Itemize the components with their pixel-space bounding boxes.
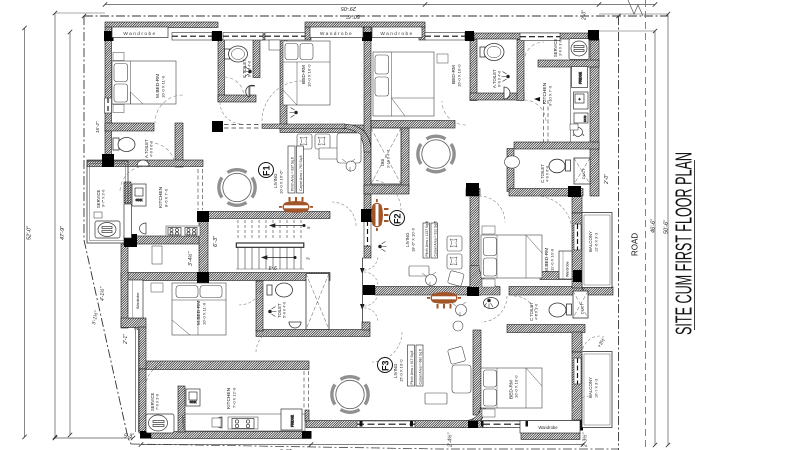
- svg-text:6'-3": 6'-3": [213, 235, 219, 247]
- svg-text:SINK: SINK: [189, 400, 196, 404]
- svg-text:C.TOILET: C.TOILET: [529, 302, 534, 321]
- svg-text:Wardrobe: Wardrobe: [566, 261, 570, 277]
- svg-text:LIVING: LIVING: [393, 363, 398, 378]
- svg-text:15'-0 X 10'-0: 15'-0 X 10'-0: [399, 359, 404, 382]
- svg-text:29'-05: 29'-05: [340, 5, 357, 11]
- svg-text:10'-0 X 16'-6": 10'-0 X 16'-6": [279, 170, 284, 194]
- svg-text:10'-0 X 11'-0: 10'-0 X 11'-0: [202, 302, 207, 325]
- svg-text:7'-0 X 3'-6: 7'-0 X 3'-6: [156, 394, 160, 410]
- svg-text:C.TOILET: C.TOILET: [242, 59, 247, 78]
- svg-text:KITCHEN: KITCHEN: [226, 387, 232, 409]
- svg-text:C.TOILET: C.TOILET: [540, 164, 545, 183]
- svg-text:50'-6": 50'-6": [664, 219, 670, 234]
- svg-text:3'-10 X 4'-7: 3'-10 X 4'-7: [387, 150, 391, 168]
- svg-text:FRIDGE: FRIDGE: [579, 72, 583, 84]
- svg-text:+: +: [578, 97, 581, 102]
- svg-text:7'-0 X 12'-0: 7'-0 X 12'-0: [232, 387, 237, 408]
- svg-text:10'-0 X 10'-0: 10'-0 X 10'-0: [514, 375, 519, 398]
- svg-text:Plinth Area = 1157 Sq.ft: Plinth Area = 1157 Sq.ft: [425, 221, 429, 257]
- svg-text:A.TOILET: A.TOILET: [144, 139, 149, 158]
- svg-text:4'-6 X 6'-0: 4'-6 X 6'-0: [546, 166, 550, 182]
- svg-text:Wandrobe: Wandrobe: [380, 31, 413, 37]
- svg-text:11'-0 X 10'-0: 11'-0 X 10'-0: [550, 248, 555, 271]
- svg-text:SINK: SINK: [135, 198, 142, 202]
- svg-text:18'-6" X 10'-6: 18'-6" X 10'-6: [411, 227, 416, 252]
- svg-text:DIS: DIS: [380, 159, 385, 166]
- svg-text:M.BED-RM: M.BED-RM: [544, 248, 550, 272]
- svg-text:10'-7 X 3'-3: 10'-7 X 3'-3: [595, 379, 599, 398]
- svg-text:10'-0 X 11'-0: 10'-0 X 11'-0: [161, 75, 166, 98]
- svg-text:52'-0": 52'-0": [27, 225, 33, 240]
- svg-text:3'-6 X 3'-0: 3'-6 X 3'-0: [559, 40, 563, 56]
- svg-text:50'-6": 50'-6": [345, 13, 360, 19]
- svg-text:3'-1½": 3'-1½": [90, 310, 100, 325]
- svg-text:47'-9": 47'-9": [60, 225, 66, 240]
- svg-text:BALCONY: BALCONY: [588, 377, 593, 398]
- svg-text:Wardrobe: Wardrobe: [136, 292, 140, 309]
- svg-text:TOILET: TOILET: [277, 303, 282, 318]
- svg-text:Wandrobe: Wandrobe: [320, 31, 353, 37]
- svg-text:LAUNDRY: LAUNDRY: [181, 415, 185, 429]
- svg-text:SERVICE: SERVICE: [96, 189, 101, 208]
- svg-text:LIVING: LIVING: [405, 232, 410, 247]
- svg-text:10'-0 X 10'-0: 10'-0 X 10'-0: [307, 64, 312, 87]
- svg-text:BED-RM: BED-RM: [451, 65, 457, 84]
- svg-text:KITCHEN: KITCHEN: [542, 82, 548, 104]
- svg-text:2'-0": 2'-0": [582, 10, 588, 21]
- svg-text:M.BED-RM: M.BED-RM: [196, 301, 202, 325]
- svg-text:ROAD: ROAD: [631, 233, 640, 256]
- svg-text:5'-9": 5'-9": [124, 434, 134, 440]
- svg-text:4'-0 X 6'-0: 4'-0 X 6'-0: [150, 141, 154, 157]
- svg-text:BED-RM: BED-RM: [509, 380, 515, 399]
- svg-text:9'-10 X 7'-0: 9'-10 X 7'-0: [548, 85, 553, 106]
- svg-text:4'-1½": 4'-1½": [99, 287, 106, 301]
- svg-text:5: 5: [306, 226, 311, 229]
- svg-text:BED-RM: BED-RM: [301, 65, 307, 84]
- svg-text:2'-3½": 2'-3½": [582, 433, 589, 448]
- svg-text:Carpet Area = 760 Sq.ft: Carpet Area = 760 Sq.ft: [299, 155, 303, 191]
- svg-text:LIVING: LIVING: [273, 173, 278, 188]
- svg-text:F3: F3: [381, 360, 391, 371]
- svg-text:Plinth Area = 917 Sq.ft: Plinth Area = 917 Sq.ft: [410, 351, 414, 385]
- svg-text:15'-0": 15'-0": [277, 447, 292, 450]
- svg-text:M.BED-RM: M.BED-RM: [155, 74, 161, 98]
- svg-text:10'-0 X 10'-0: 10'-0 X 10'-0: [457, 64, 462, 87]
- svg-text:Wandrobe: Wandrobe: [538, 425, 558, 430]
- svg-text:2'-0": 2'-0": [604, 174, 610, 185]
- svg-text:+3½": +3½": [596, 335, 608, 349]
- svg-text:2'-1": 2'-1": [123, 334, 129, 345]
- svg-text:F2: F2: [393, 213, 403, 224]
- svg-text:Carpet Area = 680 Sq.ft: Carpet Area = 680 Sq.ft: [419, 349, 423, 385]
- svg-text:9'-7" X 3'-6: 9'-7" X 3'-6: [102, 190, 106, 207]
- svg-text:6'-6 X 4'-0: 6'-6 X 4'-0: [498, 71, 502, 87]
- svg-text:12'-6 X 3'-3: 12'-6 X 3'-3: [595, 233, 599, 252]
- svg-text:DUCT: DUCT: [581, 303, 585, 314]
- svg-text:2'-4½": 2'-4½": [447, 433, 454, 448]
- svg-text:SERVICE: SERVICE: [553, 38, 558, 57]
- svg-text:HOB: HOB: [583, 115, 587, 122]
- svg-text:Plinth Area = 937 Sq.ft: Plinth Area = 937 Sq.ft: [291, 157, 295, 191]
- svg-text:4'-6 X 3'-0: 4'-6 X 3'-0: [535, 304, 539, 320]
- svg-text:8'-6 X 7'-0: 8'-6 X 7'-0: [164, 188, 169, 207]
- svg-text:3'-4½": 3'-4½": [187, 252, 194, 266]
- svg-text:16'-2": 16'-2": [95, 121, 100, 133]
- svg-text:9'-9: 9'-9: [269, 264, 277, 270]
- svg-text:6'-0 X 4'-0: 6'-0 X 4'-0: [248, 61, 252, 77]
- svg-text:Carpet Area = 910 Sq.ft: Carpet Area = 910 Sq.ft: [434, 221, 438, 257]
- svg-text:3: 3: [306, 257, 311, 260]
- svg-text:Wandrobe: Wandrobe: [123, 31, 156, 37]
- svg-text:A.TOILET: A.TOILET: [492, 69, 497, 88]
- svg-text:SITE CUM FIRST FLOOR PLAN: SITE CUM FIRST FLOOR PLAN: [670, 152, 696, 335]
- svg-text:F1: F1: [262, 165, 272, 176]
- svg-text:BALCONY: BALCONY: [588, 231, 593, 252]
- svg-text:FRIDGE: FRIDGE: [291, 415, 295, 427]
- svg-text:5'-0 X 4'-0: 5'-0 X 4'-0: [283, 302, 287, 318]
- svg-text:KITCHEN: KITCHEN: [158, 186, 164, 208]
- svg-text:DUCT: DUCT: [582, 168, 586, 179]
- svg-text:46'-6": 46'-6": [651, 218, 657, 233]
- svg-text:SERVICE: SERVICE: [150, 392, 155, 411]
